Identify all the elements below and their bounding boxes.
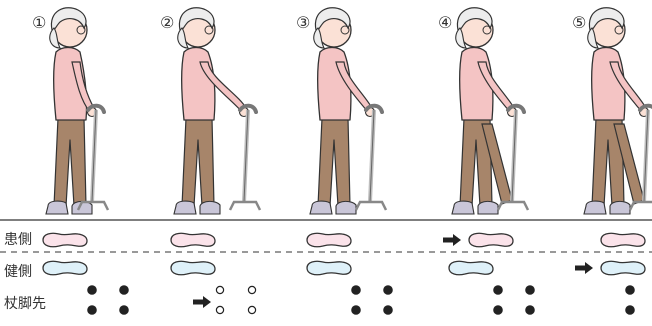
cane-tip-dot bbox=[626, 286, 634, 294]
cane-tip-dot bbox=[626, 306, 634, 314]
shoe bbox=[174, 201, 196, 214]
shoe bbox=[336, 201, 356, 214]
affected-foot-4 bbox=[469, 233, 513, 247]
walker-figure-2 bbox=[174, 8, 260, 214]
cane-tip-dot bbox=[526, 306, 534, 314]
cane-tip-dot bbox=[526, 286, 534, 294]
pants bbox=[182, 118, 214, 206]
cane-tip-dot bbox=[120, 286, 128, 294]
cane-tip-dot bbox=[494, 286, 502, 294]
cane-tip-dot bbox=[248, 306, 255, 313]
healthy-foot-1 bbox=[43, 261, 87, 275]
walker-figure-3 bbox=[310, 8, 386, 214]
cane-tip-dot bbox=[216, 306, 223, 313]
shirt bbox=[182, 48, 215, 121]
step-number-1: ① bbox=[32, 14, 46, 32]
step-number-4: ④ bbox=[438, 14, 452, 32]
cane-tips-5 bbox=[626, 286, 652, 314]
quad-cane-3 bbox=[356, 106, 386, 210]
walker-figure-1 bbox=[46, 8, 108, 214]
step-number-2: ② bbox=[160, 14, 174, 32]
shoe bbox=[46, 201, 68, 214]
cane-tip-dot bbox=[352, 286, 360, 294]
affected-foot-5 bbox=[601, 233, 645, 247]
walker-figure-5 bbox=[584, 8, 652, 214]
cane-tip-dot bbox=[352, 306, 360, 314]
shoe bbox=[610, 201, 630, 214]
cane-tip-dot bbox=[88, 286, 96, 294]
healthy-foot-3 bbox=[307, 261, 351, 275]
cane-tip-dot bbox=[248, 286, 255, 293]
cane-tips-2 bbox=[216, 286, 255, 313]
cane-base bbox=[230, 202, 260, 210]
shoe bbox=[310, 201, 332, 214]
step-number-5: ⑤ bbox=[572, 14, 586, 32]
move-arrow-2 bbox=[193, 296, 211, 308]
quad-cane-2 bbox=[230, 106, 260, 210]
cane-tip-dot bbox=[494, 306, 502, 314]
cane-base bbox=[356, 202, 386, 210]
move-arrow-5 bbox=[575, 262, 593, 274]
healthy-foot-2 bbox=[171, 261, 215, 275]
step-number-3: ③ bbox=[296, 14, 310, 32]
shoe bbox=[452, 201, 474, 214]
cane-base bbox=[498, 202, 528, 210]
cane-tip-label: 杖脚先 bbox=[4, 296, 46, 312]
cane-tip-dot bbox=[384, 306, 392, 314]
cane-tip-dot bbox=[88, 306, 96, 314]
cane-tips-3 bbox=[352, 286, 392, 314]
shoe bbox=[200, 201, 220, 214]
walker-figure-4 bbox=[452, 8, 528, 214]
cane-base bbox=[630, 202, 652, 210]
affected-side-label: 患側 bbox=[4, 232, 32, 248]
shoe bbox=[478, 201, 498, 214]
cane-tip-dot bbox=[216, 286, 223, 293]
healthy-side-label: 健側 bbox=[4, 264, 32, 280]
cane-tips-1 bbox=[88, 286, 128, 314]
healthy-foot-5 bbox=[601, 261, 645, 275]
shoe bbox=[584, 201, 606, 214]
pants bbox=[54, 118, 86, 206]
cane-tips-4 bbox=[494, 286, 534, 314]
cane-tip-dot bbox=[384, 286, 392, 294]
healthy-foot-4 bbox=[449, 261, 493, 275]
affected-foot-1 bbox=[43, 233, 87, 247]
affected-foot-3 bbox=[307, 233, 351, 247]
pants bbox=[318, 118, 350, 206]
move-arrow-4 bbox=[443, 234, 461, 246]
affected-foot-2 bbox=[171, 233, 215, 247]
cane-tip-dot bbox=[120, 306, 128, 314]
